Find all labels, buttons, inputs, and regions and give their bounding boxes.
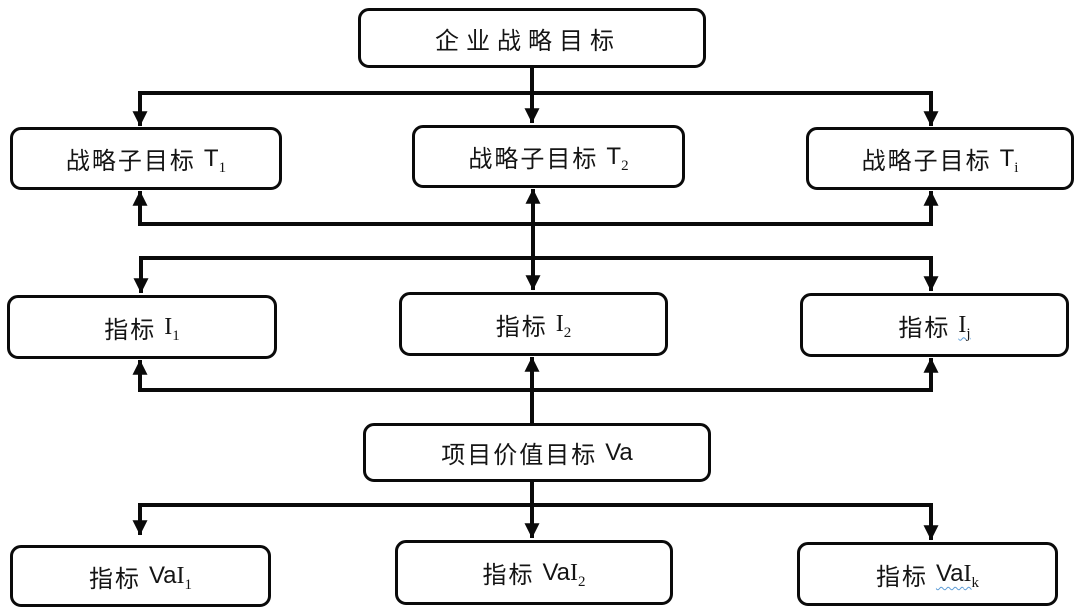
box-indicator-vaik: 指标 VaIk — [797, 542, 1058, 606]
bus-row2-to-row3 — [133, 256, 939, 294]
box-indicator-i1: 指标 I1 — [7, 295, 277, 359]
box-indicator-ij: 指标 Ij — [800, 293, 1069, 357]
box-label: 指标 — [495, 314, 548, 341]
box-label: 战略子目标 — [468, 147, 599, 173]
box-enterprise-strategic-goal: 企业战略目标 — [358, 8, 706, 68]
box-label: 企业战略目标 — [435, 28, 621, 55]
box-indicator-vai2: 指标 VaI2 — [395, 540, 673, 605]
box-strategic-subgoal-ti: 战略子目标 Ti — [806, 127, 1074, 190]
box-label-latin-group: VaI1 — [148, 562, 193, 593]
box-label: 指标 — [482, 563, 535, 589]
box-label-latin-group: T1 — [203, 144, 227, 176]
box-strategic-subgoal-t1: 战略子目标 T1 — [10, 127, 282, 190]
bus-row3-feedback — [132, 357, 939, 392]
box-label: 指标 — [104, 317, 157, 344]
box-label-latin-group: T2 — [606, 142, 629, 174]
bus-row2-feedback — [132, 190, 939, 226]
box-indicator-i2: 指标 I2 — [399, 292, 668, 356]
box-strategic-subgoal-t2: 战略子目标 T2 — [412, 125, 685, 188]
box-label: 项目价值目标 — [441, 443, 598, 469]
box-label: 指标 — [875, 564, 928, 591]
box-label: 战略子目标 — [65, 149, 196, 175]
box-label: 战略子目标 — [861, 149, 992, 175]
box-label-latin-group: Ti — [999, 144, 1019, 176]
box-label: 指标 — [898, 315, 951, 342]
box-label-latin-group: Ij — [958, 311, 971, 342]
box-label-latin-group: VaI2 — [542, 558, 586, 590]
box-label-latin-group: I2 — [555, 310, 572, 341]
box-indicator-vai1: 指标 VaI1 — [10, 545, 271, 607]
bus-top-to-row2 — [132, 91, 939, 127]
box-label-latin-group: VaIk — [935, 560, 980, 591]
box-label-latin-group: I1 — [164, 313, 180, 344]
box-label-latin-group: Va — [605, 438, 633, 466]
bus-va-to-row5 — [132, 503, 939, 541]
box-project-value-goal-va: 项目价值目标 Va — [363, 423, 711, 482]
box-label: 指标 — [88, 566, 141, 593]
